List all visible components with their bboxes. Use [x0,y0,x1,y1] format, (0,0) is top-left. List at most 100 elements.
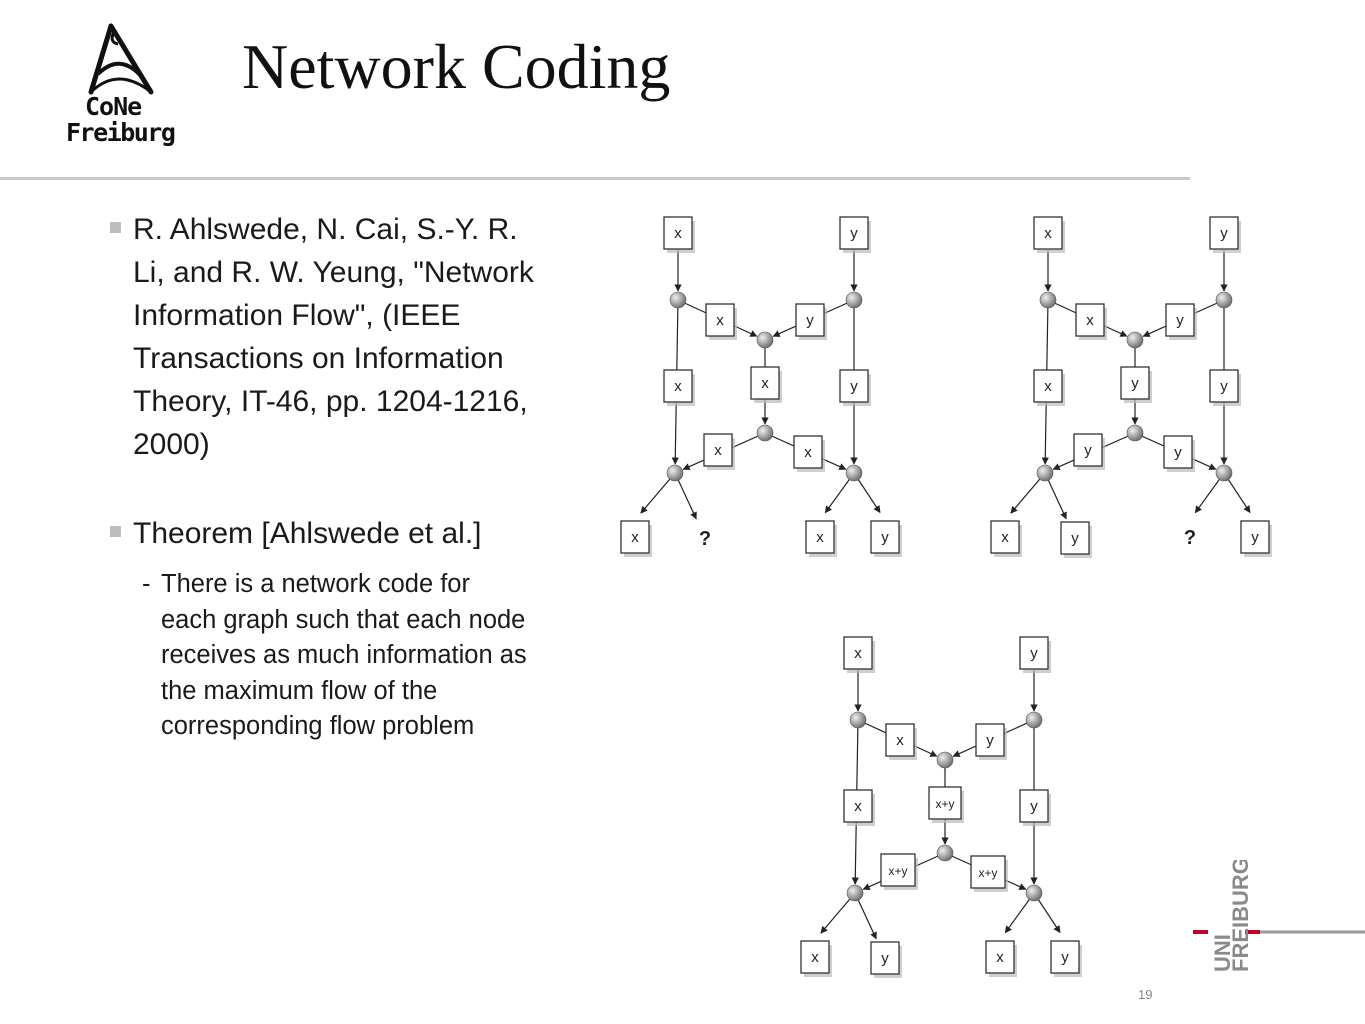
edge-label: x [1075,303,1107,340]
label-text: y [1131,375,1139,392]
source-label: x [843,636,875,673]
edge-label: x [793,435,825,472]
output-label: x [805,520,837,557]
edge-label: y [795,303,827,340]
edge-label: y [1209,369,1241,406]
label-text: y [881,529,889,546]
output-label: y [870,520,902,557]
theorem-statement: - There is a network code for each graph… [108,567,531,745]
output-label: x [620,520,652,557]
label-text: x [631,529,639,546]
label-text: x+y [978,866,997,880]
network-edge [854,892,877,940]
label-box [843,789,873,823]
network-node [1025,711,1043,729]
label-box [975,723,1005,757]
network-node [846,884,864,902]
label-text: x [996,949,1004,966]
network-edge [674,472,697,520]
network-node [1126,331,1144,349]
network-edge [820,892,856,934]
label-box [1163,435,1193,469]
logo-uni-text: UNI [1210,934,1235,972]
label-text: y [1071,530,1079,547]
page-number: 19 [1138,987,1153,1002]
edge-label: x+y [970,855,1008,892]
output-label: y [1060,521,1092,558]
edge-label: y [839,369,871,406]
label-text: x [816,529,824,546]
network-node [669,291,687,309]
label-box [1165,303,1195,337]
label-text: y [850,225,858,242]
label-box [1033,216,1063,250]
label-box [1209,216,1239,250]
logo-line-1: CoNe [85,92,142,121]
edge-label: y [1073,433,1105,470]
label-box [1033,369,1063,403]
network-node [1126,424,1144,442]
network-edge [640,472,676,514]
label-text: x [674,225,682,242]
label-box [1019,789,1049,823]
cone-freiburg-logo [58,22,208,157]
label-box [990,520,1020,554]
label-box [703,433,733,467]
output-label: y [870,941,902,978]
label-text: y [806,312,814,329]
sub-bullet-dash: - [142,570,151,598]
label-text: x [811,949,819,966]
label-box [1240,520,1270,554]
label-text: y [986,732,994,749]
label-text: x [804,444,812,461]
label-text: x [674,378,682,395]
network-node [849,711,867,729]
network-node [1039,291,1057,309]
edge-label: y [1165,303,1197,340]
label-box [795,303,825,337]
source-label: y [1209,216,1241,253]
label-text: x [1044,378,1052,395]
network-node [756,331,774,349]
edge-label: x [843,789,875,826]
label-text: x [716,312,724,329]
label-text: y [1084,442,1092,459]
network-node [1215,464,1233,482]
edge-label: x+y [880,853,918,890]
label-box [750,366,780,400]
label-box [1050,940,1080,974]
label-box [805,520,835,554]
source-label: y [839,216,871,253]
label-box [880,853,916,887]
label-text: x [714,442,722,459]
output-label: y [1240,520,1272,557]
unknown-output-label: ? [699,528,711,550]
label-box [1073,433,1103,467]
label-text: x [854,645,862,662]
label-box [620,520,650,554]
edge-label: x+y [928,786,964,823]
network-node [1215,291,1233,309]
edge-label: y [1120,366,1152,403]
slide-content: R. Ahlswede, N. Cai, S.-Y. R. Li, and R.… [108,208,538,745]
source-label: y [1019,636,1051,673]
label-text: x [854,798,862,815]
edge-label: x [750,366,782,403]
edge-label: y [975,723,1007,760]
output-label: y [1050,940,1082,977]
output-label: ? [1184,527,1196,549]
label-text: x [1044,225,1052,242]
output-label: x [990,520,1022,557]
label-box [885,723,915,757]
network-node [1025,884,1043,902]
label-box [1019,636,1049,670]
label-text: y [1061,949,1069,966]
label-box [793,435,823,469]
edge-label: x [1033,369,1065,406]
label-text: x+y [888,864,907,878]
edge-label: x [703,433,735,470]
label-box [800,940,830,974]
label-box [985,940,1015,974]
title-divider [0,177,1190,180]
